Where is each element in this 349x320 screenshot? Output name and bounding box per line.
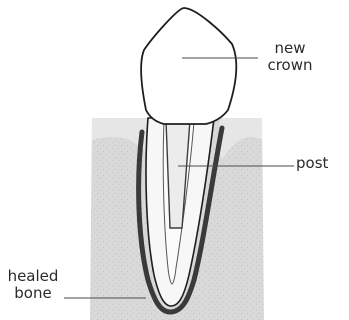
- label-post-text: post: [296, 155, 349, 172]
- label-post: post: [296, 155, 349, 172]
- label-new-crown-line1: new: [252, 40, 328, 57]
- crown-shape: [141, 8, 236, 124]
- label-healed-bone-line2: bone: [0, 285, 66, 302]
- label-new-crown: new crown: [252, 40, 328, 74]
- label-healed-bone: healed bone: [0, 268, 66, 302]
- label-healed-bone-line1: healed: [0, 268, 66, 285]
- label-new-crown-line2: crown: [252, 57, 328, 74]
